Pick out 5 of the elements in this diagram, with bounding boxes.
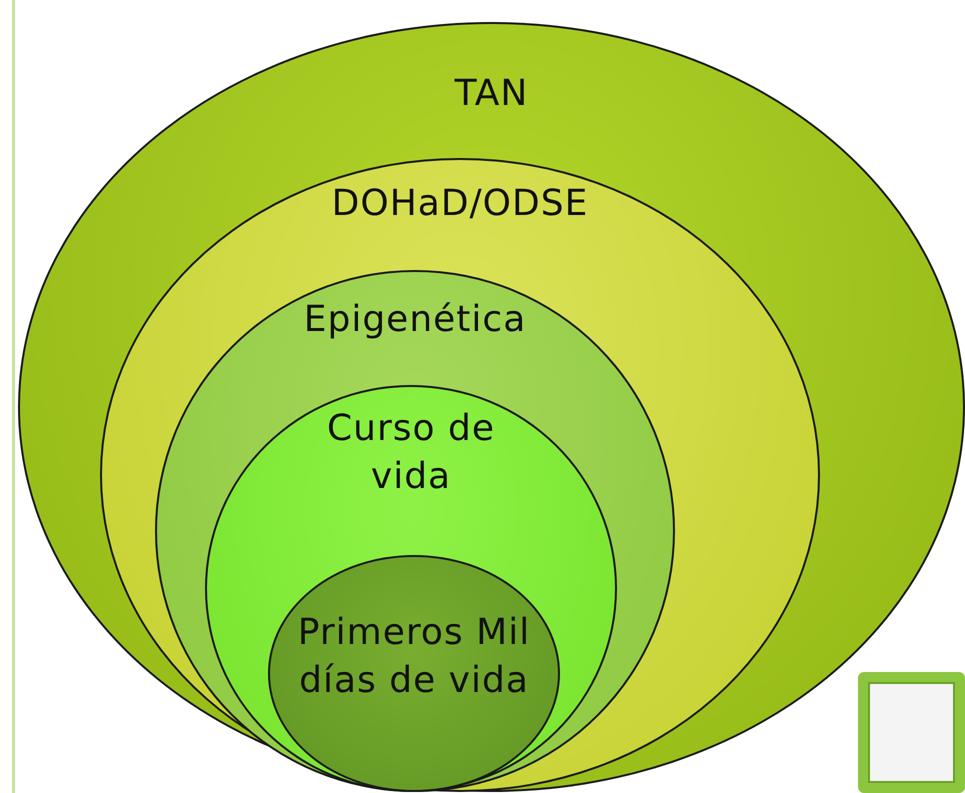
ellipse-label: TAN xyxy=(454,72,528,116)
ellipse-label: Primeros Mil días de vida xyxy=(296,611,532,703)
ellipse-label: Curso de vida xyxy=(326,407,496,499)
ellipse-label: Epigenética xyxy=(304,298,526,342)
ellipse-label: DOHaD/ODSE xyxy=(332,182,588,226)
